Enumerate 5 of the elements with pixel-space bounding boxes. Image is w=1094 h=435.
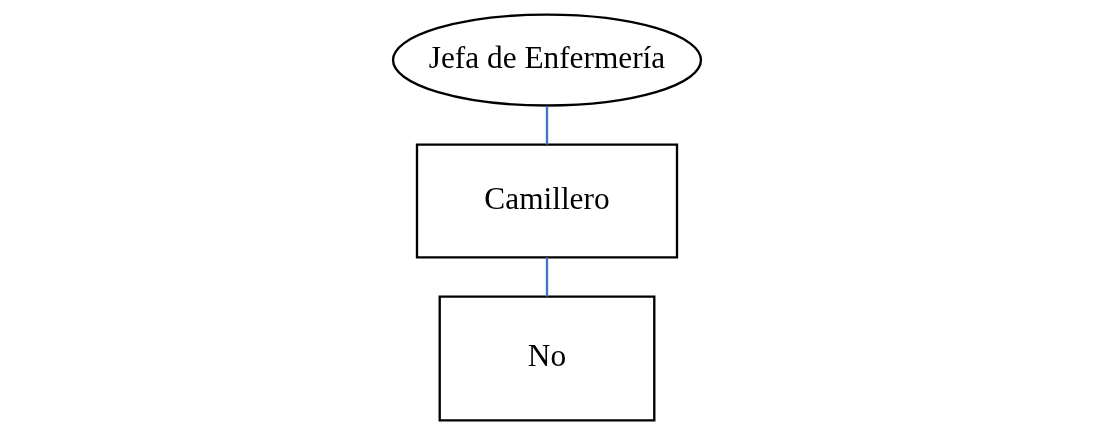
node-box: Camillero [415, 143, 679, 259]
connector [545, 106, 549, 145]
node-ellipse: Jefa de Enfermería [391, 13, 703, 107]
connector [545, 257, 549, 297]
node-box: No [438, 295, 656, 422]
